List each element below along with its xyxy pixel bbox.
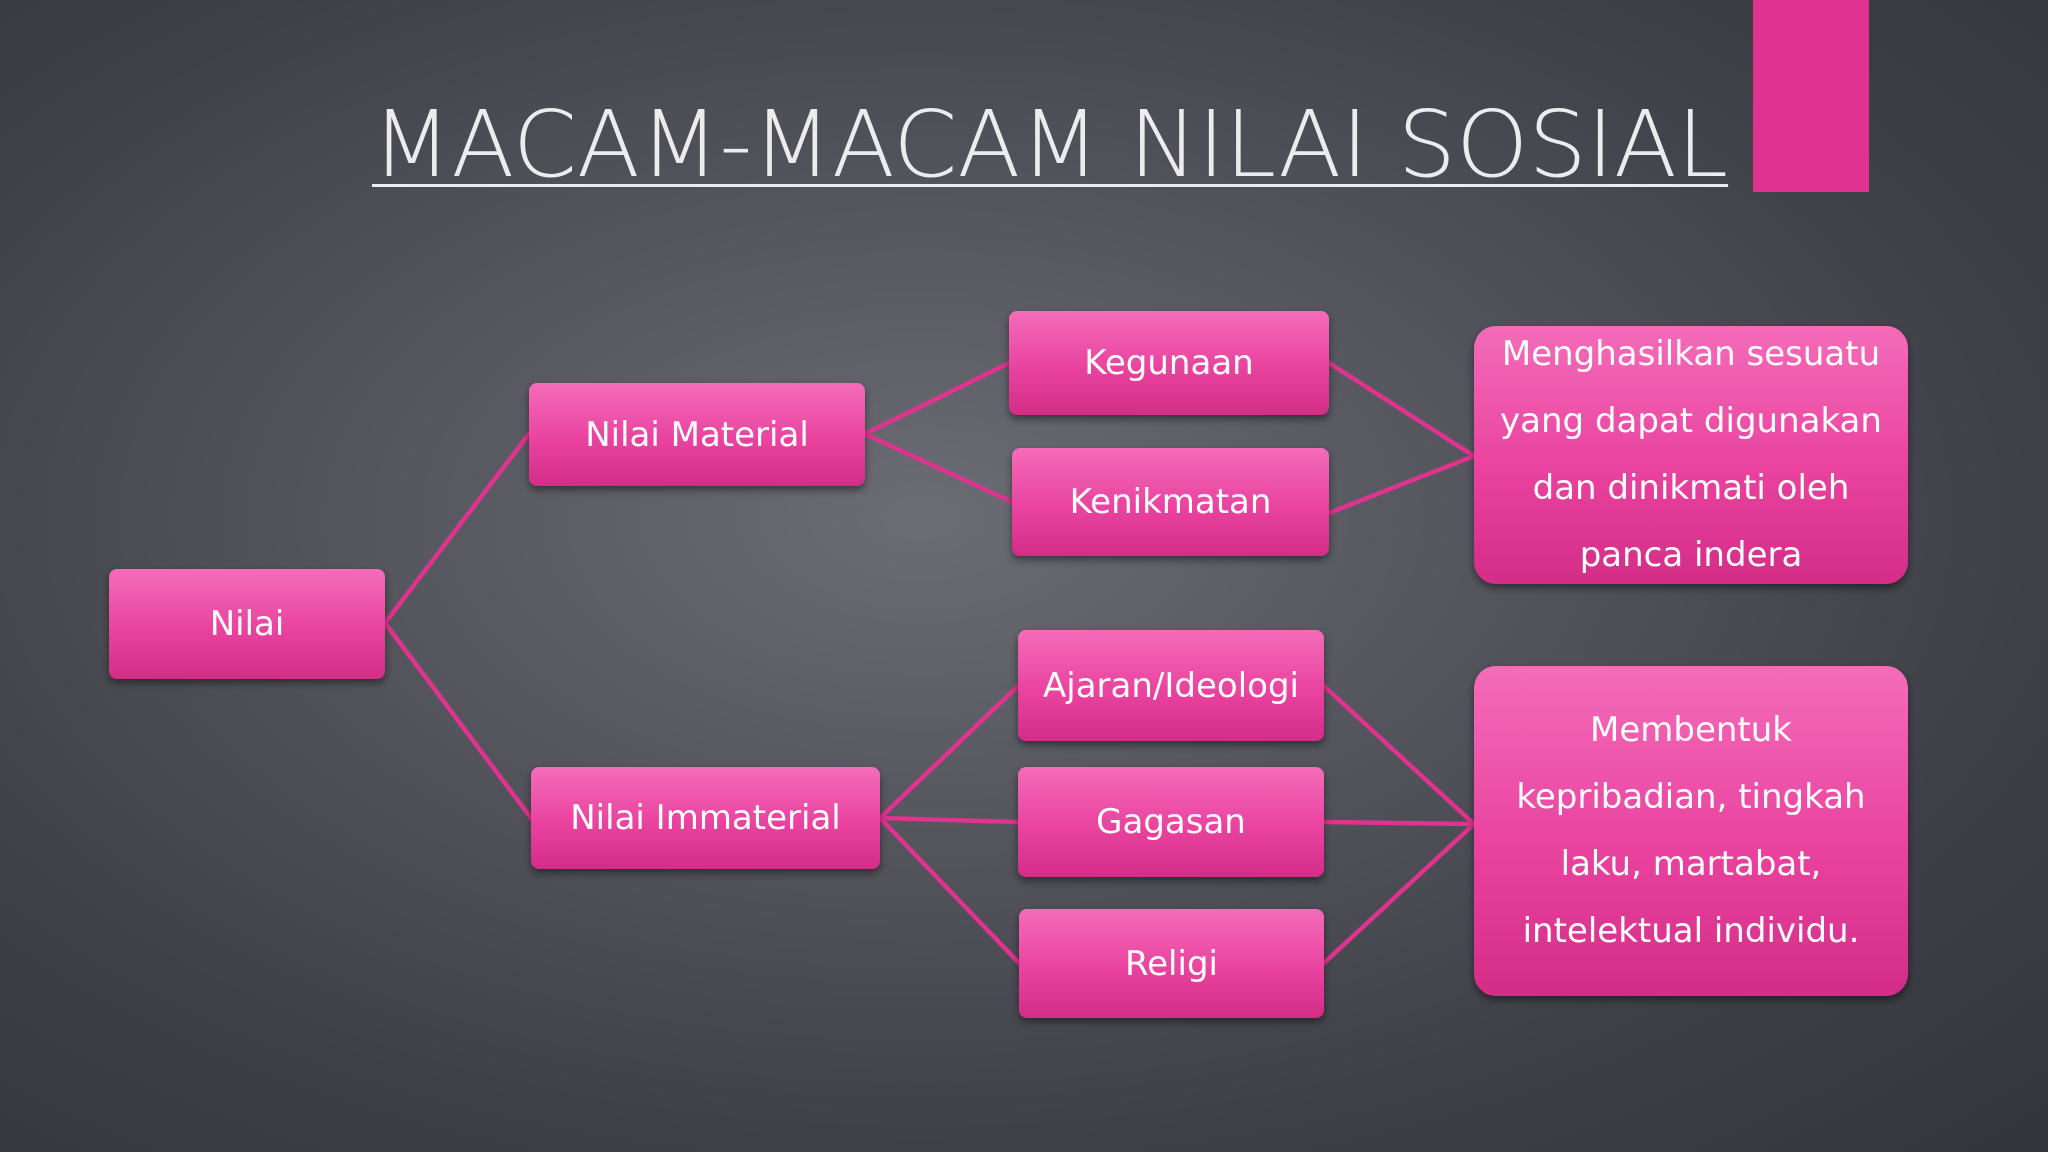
note-material-description: Menghasilkan sesuatu yang dapat digunaka… <box>1474 326 1908 584</box>
connector-material-kegunaan <box>862 360 1012 437</box>
node-ajaran-ideologi: Ajaran/Ideologi <box>1018 630 1324 741</box>
connector-kegunaan-desc <box>1326 360 1477 459</box>
connector-immaterial-religi <box>877 815 1022 966</box>
accent-bar <box>1753 0 1869 192</box>
connector-gagasan-desc <box>1321 819 1477 827</box>
node-nilai-material: Nilai Material <box>529 383 865 486</box>
node-kegunaan: Kegunaan <box>1009 311 1329 415</box>
connector-immaterial-gagasan <box>877 815 1021 825</box>
connector-nilai-immaterial <box>382 620 534 821</box>
node-nilai: Nilai <box>109 569 385 679</box>
connector-nilai-material <box>382 431 532 626</box>
note-immaterial-description: Membentuk kepribadian, tingkah laku, mar… <box>1474 666 1908 996</box>
node-religi: Religi <box>1019 909 1324 1018</box>
node-gagasan: Gagasan <box>1018 767 1324 877</box>
connector-kenikmatan-desc <box>1326 453 1477 516</box>
connector-religi-desc <box>1321 821 1477 966</box>
slide-title: MACAM-MACAM NILAI SOSIAL <box>372 91 1729 198</box>
connector-ajaran-desc <box>1321 683 1477 827</box>
connector-material-kenikmatan <box>862 431 1015 505</box>
node-nilai-immaterial: Nilai Immaterial <box>531 767 880 869</box>
node-kenikmatan: Kenikmatan <box>1012 448 1329 556</box>
connector-immaterial-ajaran <box>877 683 1021 821</box>
